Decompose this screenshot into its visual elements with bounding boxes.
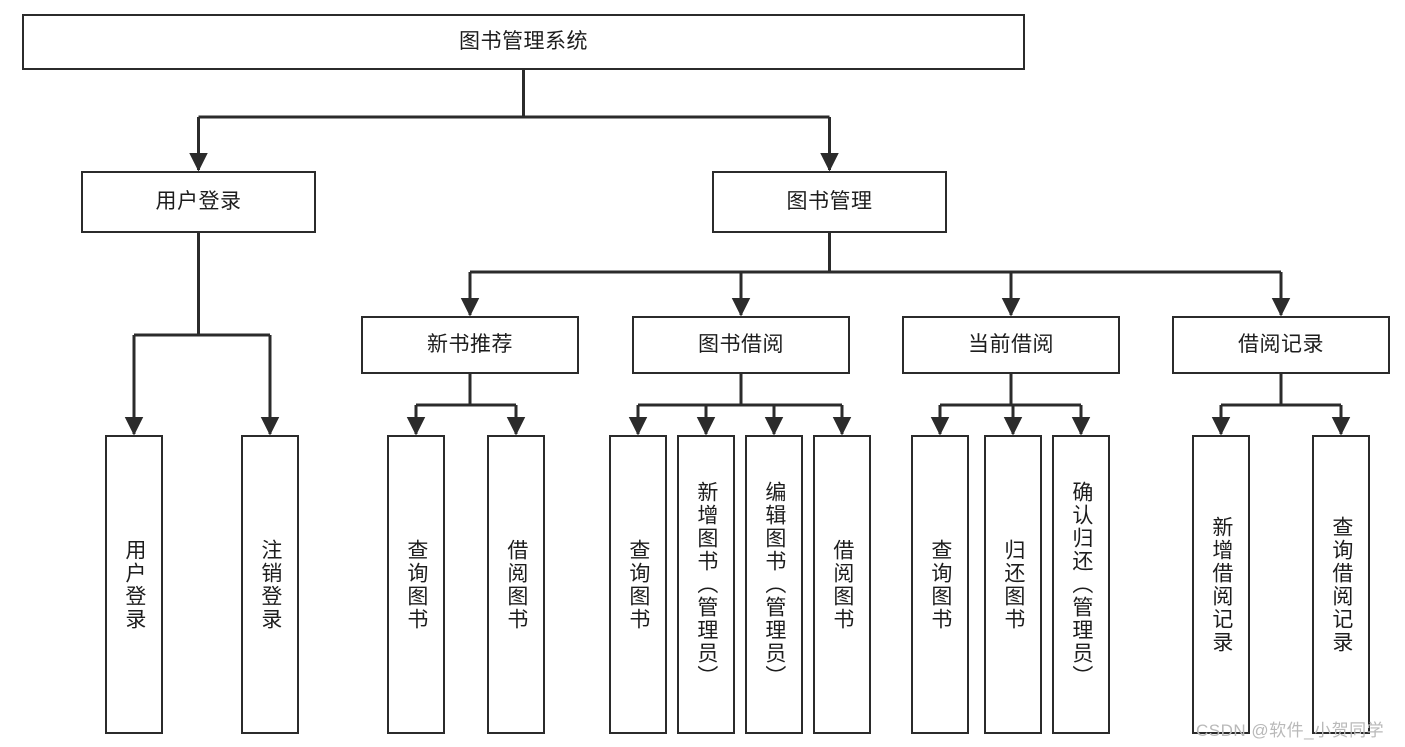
node-label: 查询图书: [404, 538, 428, 631]
node-leaf-user-logout[interactable]: 注销登录: [241, 435, 299, 734]
node-leaf-query-book-3[interactable]: 查询图书: [911, 435, 969, 734]
node-label: 查询借阅记录: [1329, 515, 1353, 654]
node-label: 图书管理系统: [459, 30, 588, 54]
node-leaf-confirm-return-admin[interactable]: 确认归还（管理员）: [1052, 435, 1110, 734]
node-label: 当前借阅: [968, 333, 1054, 357]
node-leaf-add-borrow-record[interactable]: 新增借阅记录: [1192, 435, 1250, 734]
node-label: 新增图书（管理员）: [694, 481, 718, 688]
node-label: 图书借阅: [698, 333, 784, 357]
node-label: 新书推荐: [427, 333, 513, 357]
node-label: 编辑图书（管理员）: [762, 481, 786, 688]
node-book-borrowing[interactable]: 图书借阅: [632, 316, 850, 374]
node-label: 确认归还（管理员）: [1069, 481, 1093, 688]
node-current-borrowing[interactable]: 当前借阅: [902, 316, 1120, 374]
node-label: 查询图书: [928, 538, 952, 631]
node-leaf-return-book[interactable]: 归还图书: [984, 435, 1042, 734]
node-leaf-query-book-2[interactable]: 查询图书: [609, 435, 667, 734]
node-leaf-query-borrow-record[interactable]: 查询借阅记录: [1312, 435, 1370, 734]
node-borrowing-record[interactable]: 借阅记录: [1172, 316, 1390, 374]
node-label: 用户登录: [122, 538, 146, 631]
node-label: 图书管理: [786, 190, 873, 214]
node-leaf-query-book-1[interactable]: 查询图书: [387, 435, 445, 734]
node-label: 借阅图书: [504, 538, 528, 631]
node-user-login[interactable]: 用户登录: [81, 171, 316, 233]
node-root-system[interactable]: 图书管理系统: [22, 14, 1025, 70]
node-leaf-add-book-admin[interactable]: 新增图书（管理员）: [677, 435, 735, 734]
node-book-management[interactable]: 图书管理: [712, 171, 947, 233]
node-leaf-borrow-book-1[interactable]: 借阅图书: [487, 435, 545, 734]
node-leaf-borrow-book-2[interactable]: 借阅图书: [813, 435, 871, 734]
node-label: 注销登录: [258, 538, 282, 631]
node-leaf-user-login[interactable]: 用户登录: [105, 435, 163, 734]
node-new-book-recommendation[interactable]: 新书推荐: [361, 316, 579, 374]
node-label: 新增借阅记录: [1209, 515, 1233, 654]
node-leaf-edit-book-admin[interactable]: 编辑图书（管理员）: [745, 435, 803, 734]
node-label: 借阅图书: [830, 538, 854, 631]
node-label: 用户登录: [155, 190, 242, 214]
node-label: 查询图书: [626, 538, 650, 631]
node-label: 借阅记录: [1238, 333, 1324, 357]
node-label: 归还图书: [1001, 538, 1025, 631]
